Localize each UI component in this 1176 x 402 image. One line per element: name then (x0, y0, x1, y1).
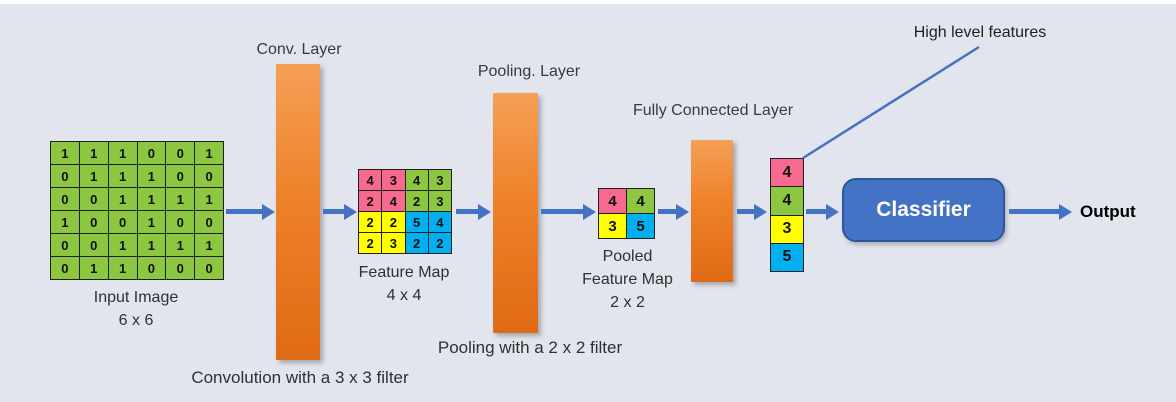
grid-cell: 0 (137, 257, 166, 279)
grid-cell: 2 (428, 233, 451, 253)
grid-cell: 1 (137, 188, 166, 210)
pooled-caption-line1: Pooled (602, 248, 653, 265)
grid-cell: 1 (79, 257, 108, 279)
convolution-filter-caption: Convolution with a 3 x 3 filter (191, 368, 409, 387)
grid-cell: 0 (79, 234, 108, 256)
grid-cell: 0 (195, 165, 223, 187)
pooled-feature-map-caption: Pooled Feature Map 2 x 2 (565, 245, 690, 314)
grid-cell: 0 (166, 211, 195, 233)
high-level-features-label: High level features (913, 24, 1047, 41)
arrow-pooled-map-to-fc (658, 209, 676, 214)
grid-cell: 0 (51, 165, 79, 187)
pooled-caption-line2: Feature Map (582, 271, 673, 288)
grid-cell: 1 (195, 188, 223, 210)
input-image-caption-line2: 6 x 6 (118, 312, 154, 329)
grid-cell: 0 (166, 165, 195, 187)
grid-cell: 1 (195, 142, 223, 164)
grid-cell: 1 (51, 211, 79, 233)
grid-cell: 0 (195, 257, 223, 279)
conv-layer-label: Conv. Layer (256, 41, 342, 58)
pooled-caption-line3: 2 x 2 (610, 294, 645, 311)
classifier-box: Classifier (842, 178, 1005, 242)
conv-layer-bar (276, 64, 320, 360)
pooling-layer-label: Pooling. Layer (477, 63, 581, 80)
arrow-input-to-conv (226, 209, 262, 214)
arrow-feature-map-to-pooling (456, 209, 478, 214)
grid-cell: 2 (405, 191, 428, 211)
grid-cell: 5 (771, 243, 803, 271)
grid-cell: 0 (137, 142, 166, 164)
grid-cell: 1 (79, 165, 108, 187)
pooling-layer-bar (493, 93, 538, 333)
grid-cell: 0 (51, 188, 79, 210)
grid-cell: 4 (627, 189, 654, 213)
grid-cell: 2 (359, 191, 382, 211)
grid-cell: 1 (79, 142, 108, 164)
grid-cell: 3 (382, 233, 405, 253)
grid-cell: 1 (137, 211, 166, 233)
top-white-strip (0, 0, 1176, 4)
grid-cell: 0 (79, 211, 108, 233)
grid-cell: 3 (599, 214, 626, 238)
grid-cell: 1 (108, 165, 137, 187)
grid-cell: 1 (51, 142, 79, 164)
grid-cell: 4 (428, 212, 451, 232)
grid-cell: 4 (382, 191, 405, 211)
grid-cell: 2 (359, 212, 382, 232)
grid-cell: 1 (108, 188, 137, 210)
fully-connected-layer-label: Fully Connected Layer (632, 102, 794, 119)
grid-cell: 0 (51, 234, 79, 256)
grid-cell: 0 (195, 211, 223, 233)
grid-cell: 1 (137, 165, 166, 187)
grid-cell: 4 (599, 189, 626, 213)
grid-cell: 1 (195, 234, 223, 256)
grid-cell: 2 (405, 233, 428, 253)
grid-cell: 4 (771, 159, 803, 187)
grid-cell: 4 (359, 170, 382, 190)
grid-cell: 5 (627, 214, 654, 238)
grid-cell: 0 (166, 257, 195, 279)
arrow-classifier-to-output (1009, 209, 1059, 214)
grid-cell: 3 (428, 170, 451, 190)
grid-cell: 1 (108, 142, 137, 164)
input-image-caption-line1: Input Image (93, 289, 179, 306)
feature-map-caption: Feature Map 4 x 4 (348, 261, 460, 307)
arrow-pooling-to-pooled-map (541, 209, 583, 214)
grid-cell: 0 (166, 142, 195, 164)
input-image-caption: Input Image 6 x 6 (50, 286, 222, 332)
feature-map-caption-line1: Feature Map (358, 264, 450, 281)
arrow-vector-to-classifier (806, 209, 826, 214)
pooling-filter-caption: Pooling with a 2 x 2 filter (437, 338, 623, 357)
grid-cell: 2 (382, 212, 405, 232)
grid-cell: 1 (166, 234, 195, 256)
grid-cell: 0 (79, 188, 108, 210)
grid-cell: 0 (108, 211, 137, 233)
feature-map-caption-line2: 4 x 4 (386, 287, 422, 304)
grid-cell: 4 (405, 170, 428, 190)
grid-cell: 1 (108, 234, 137, 256)
arrow-conv-to-feature-map (323, 209, 344, 214)
grid-cell: 1 (108, 257, 137, 279)
grid-cell: 1 (137, 234, 166, 256)
grid-cell: 0 (51, 257, 79, 279)
grid-cell: 3 (382, 170, 405, 190)
grid-cell: 2 (359, 233, 382, 253)
grid-cell: 1 (166, 188, 195, 210)
grid-cell: 3 (771, 215, 803, 243)
fully-connected-layer-bar (691, 140, 733, 282)
grid-cell: 3 (428, 191, 451, 211)
classifier-label: Classifier (876, 198, 971, 221)
grid-cell: 5 (405, 212, 428, 232)
output-label: Output (1080, 202, 1136, 221)
arrow-fc-to-vector (737, 209, 754, 214)
grid-cell: 4 (771, 187, 803, 215)
